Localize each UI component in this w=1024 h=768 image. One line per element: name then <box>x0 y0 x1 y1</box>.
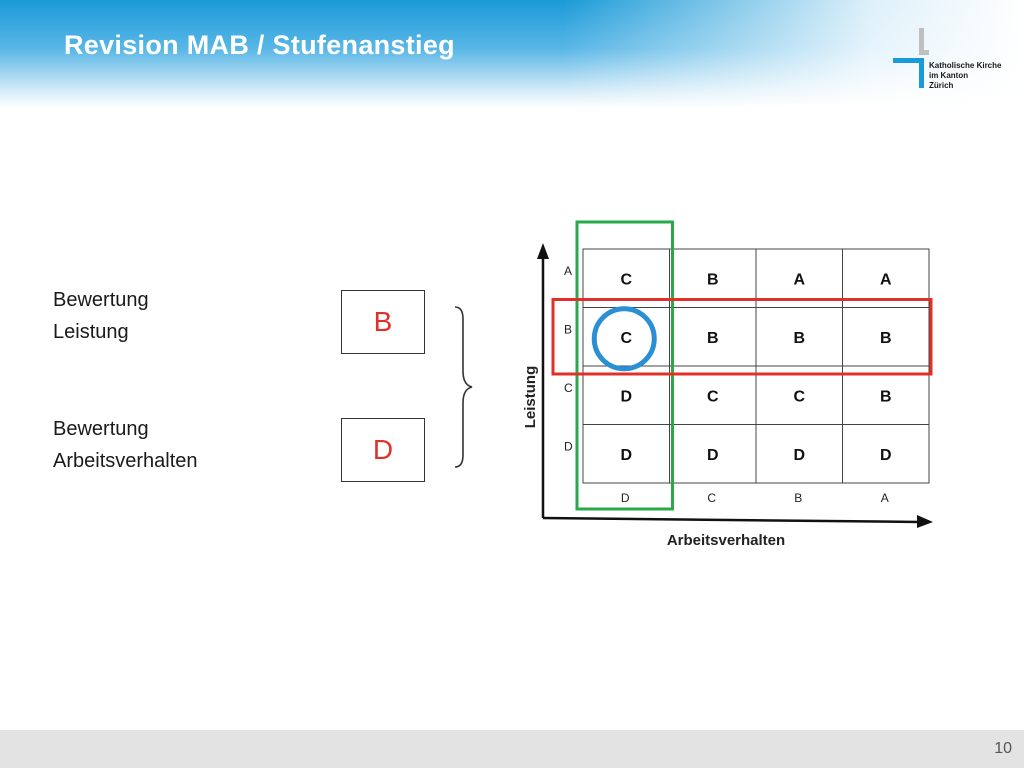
matrix-cell-label: C <box>620 271 632 288</box>
matrix-cell-label: D <box>880 447 892 464</box>
matrix-cell <box>669 248 757 308</box>
header-banner <box>0 0 1024 108</box>
leistung-label: Bewertung Leistung <box>53 284 149 348</box>
matrix-cell-label: B <box>880 388 892 405</box>
leistung-grade-box: B <box>341 290 425 354</box>
leistung-label-line1: Bewertung <box>53 289 149 311</box>
arbeit-label: Bewertung Arbeitsverhalten <box>53 413 198 477</box>
arbeit-grade-box: D <box>341 418 425 482</box>
matrix-cell <box>755 424 843 484</box>
logo-line: im Kanton <box>929 71 969 80</box>
matrix-cell-label: D <box>620 388 632 405</box>
matrix-cell <box>755 365 843 425</box>
matrix-cell <box>755 307 843 367</box>
matrix-cell-label: D <box>707 447 719 464</box>
matrix-cell-label: D <box>620 447 632 464</box>
matrix-cell-label: B <box>880 330 892 347</box>
matrix-cell <box>582 424 670 484</box>
row-label: D <box>564 440 573 454</box>
matrix-cell <box>842 424 930 484</box>
column-highlight <box>575 220 674 511</box>
matrix-cell-label: B <box>707 271 719 288</box>
col-label: D <box>621 491 630 505</box>
matrix-cell-label: C <box>620 330 632 347</box>
matrix-cell-label: B <box>793 330 805 347</box>
row-label: A <box>564 264 572 278</box>
row-label: B <box>564 323 572 337</box>
slide-title: Revision MAB / Stufenanstieg <box>64 30 455 60</box>
x-axis-arrow-icon <box>917 515 933 528</box>
matrix-cell-label: C <box>793 388 805 405</box>
matrix-cell <box>842 365 930 425</box>
logo-line: Katholische Kirche <box>929 61 1002 70</box>
row-highlight <box>551 298 933 376</box>
x-axis-line <box>542 516 921 524</box>
footer-bar: 10 <box>0 730 1024 768</box>
col-label: C <box>707 491 716 505</box>
matrix-cell <box>842 307 930 367</box>
matrix-cell-label: A <box>880 271 892 288</box>
matrix-cell <box>582 365 670 425</box>
x-axis-title: Arbeitsverhalten <box>667 532 785 549</box>
selected-cell-circle <box>591 306 657 372</box>
matrix-cell <box>582 248 670 308</box>
matrix-cell <box>669 307 757 367</box>
page-number: 10 <box>994 740 1012 757</box>
matrix-cell-label: C <box>707 388 719 405</box>
church-logo-icon <box>893 28 949 97</box>
y-axis-arrow-icon <box>537 243 549 259</box>
matrix-cell-label: B <box>707 330 719 347</box>
y-axis-title: Leistung <box>522 366 539 429</box>
row-label: C <box>564 381 573 395</box>
matrix-cell-label: A <box>793 271 805 288</box>
leistung-label-line2: Leistung <box>53 321 129 343</box>
arbeit-label-line2: Arbeitsverhalten <box>53 450 198 472</box>
matrix-cell-label: D <box>793 447 805 464</box>
logo-line: Zürich <box>929 81 954 90</box>
arbeit-label-line1: Bewertung <box>53 418 149 440</box>
curly-brace-icon <box>450 305 480 474</box>
col-label: B <box>794 491 802 505</box>
col-label: A <box>881 491 889 505</box>
logo-text: Katholische Kirche im Kanton Zürich <box>929 61 1001 91</box>
matrix-cell <box>669 424 757 484</box>
